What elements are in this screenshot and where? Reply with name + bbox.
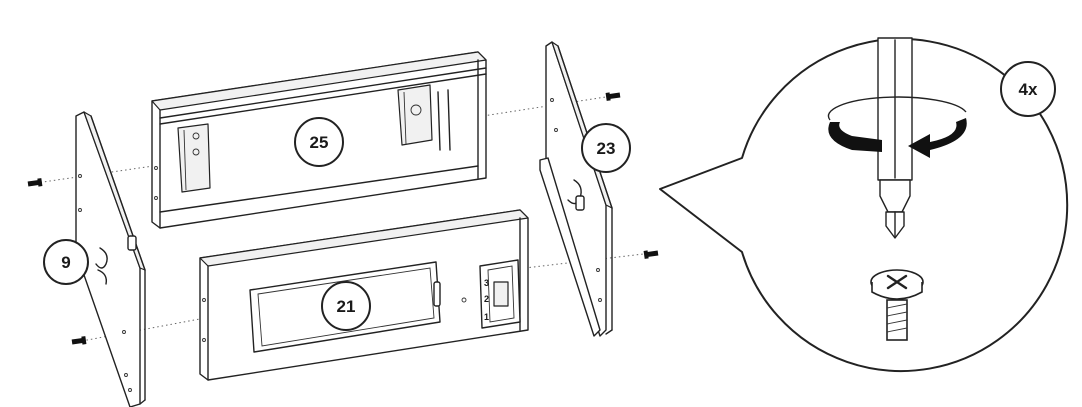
side-panel-left — [75, 111, 146, 407]
panel-mark-1: 1 — [484, 312, 489, 322]
svg-text:4x: 4x — [1019, 80, 1038, 99]
detail-bubble: 4x — [659, 37, 1069, 372]
svg-text:23: 23 — [597, 139, 616, 158]
callout-25: 25 — [294, 117, 344, 167]
screw-icon — [605, 92, 621, 101]
screw-icon — [27, 178, 43, 187]
quantity-callout: 4x — [1000, 61, 1056, 117]
screw-icon — [870, 269, 924, 341]
callout-21: 21 — [321, 281, 371, 331]
panel-mark-3: 3 — [484, 278, 489, 288]
panel-mark-2: 2 — [484, 294, 489, 304]
screwdriver-icon — [877, 37, 913, 239]
side-panel-right — [539, 41, 613, 337]
callout-23: 23 — [581, 123, 631, 173]
callout-9: 9 — [43, 239, 89, 285]
svg-text:9: 9 — [61, 253, 70, 272]
screw-icon — [71, 336, 87, 345]
screw-icon — [643, 250, 659, 259]
svg-text:21: 21 — [337, 297, 356, 316]
svg-text:25: 25 — [310, 133, 329, 152]
clockwise-arrow-icon — [827, 96, 967, 158]
